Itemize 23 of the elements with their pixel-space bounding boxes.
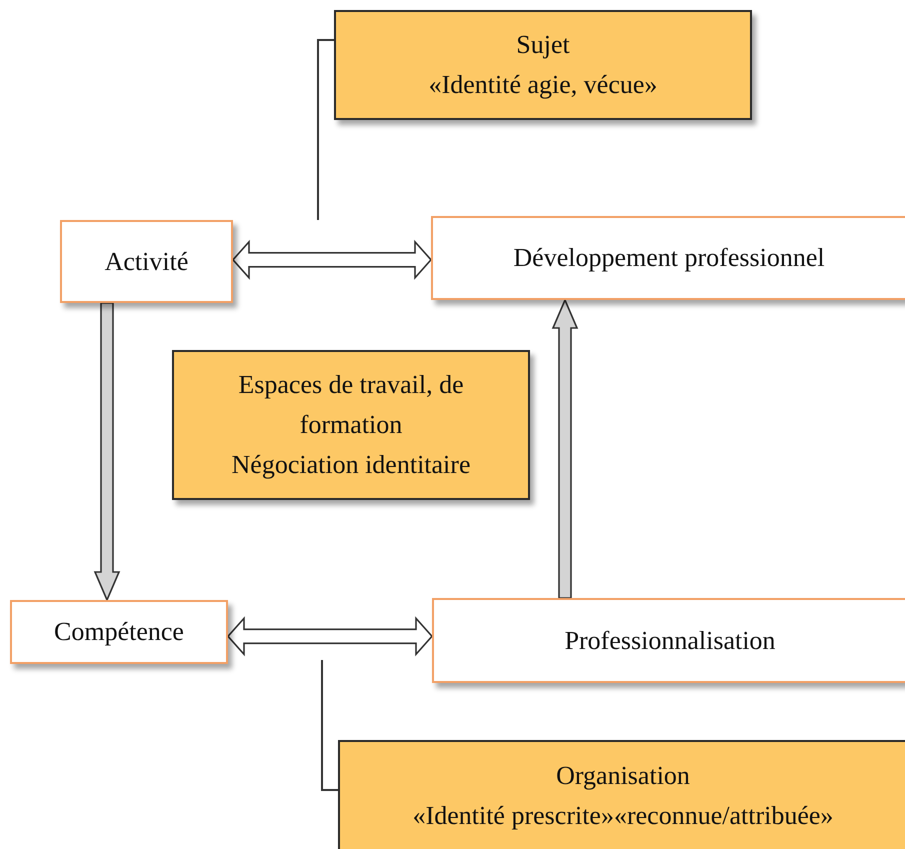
box-text: «Identité prescrite»«reconnue/attribuée» (412, 800, 834, 832)
box-text: «Identité agie, vécue» (428, 69, 658, 101)
box-text: Activité (104, 246, 188, 278)
box-text: Professionnalisation (564, 624, 776, 656)
block-arrow (552, 298, 578, 599)
box-text: Développement professionnel (513, 242, 825, 274)
box-heading: Espaces de travail, de formation (237, 369, 465, 441)
connector-line (321, 660, 338, 791)
concept-box (60, 220, 233, 303)
box-text: Compétence (54, 616, 184, 648)
concept-box (432, 598, 905, 683)
box-heading: Organisation (556, 760, 690, 792)
concept-box (431, 216, 905, 300)
box-heading: Sujet (516, 29, 570, 61)
box-text: Négociation identitaire (232, 449, 470, 481)
connector-line (317, 39, 334, 220)
double-arrow (232, 240, 432, 280)
highlight-box (338, 740, 905, 849)
block-arrow (94, 302, 120, 602)
highlight-box (172, 350, 530, 500)
highlight-box (334, 10, 752, 120)
double-arrow (226, 616, 434, 656)
concept-box (10, 600, 228, 664)
